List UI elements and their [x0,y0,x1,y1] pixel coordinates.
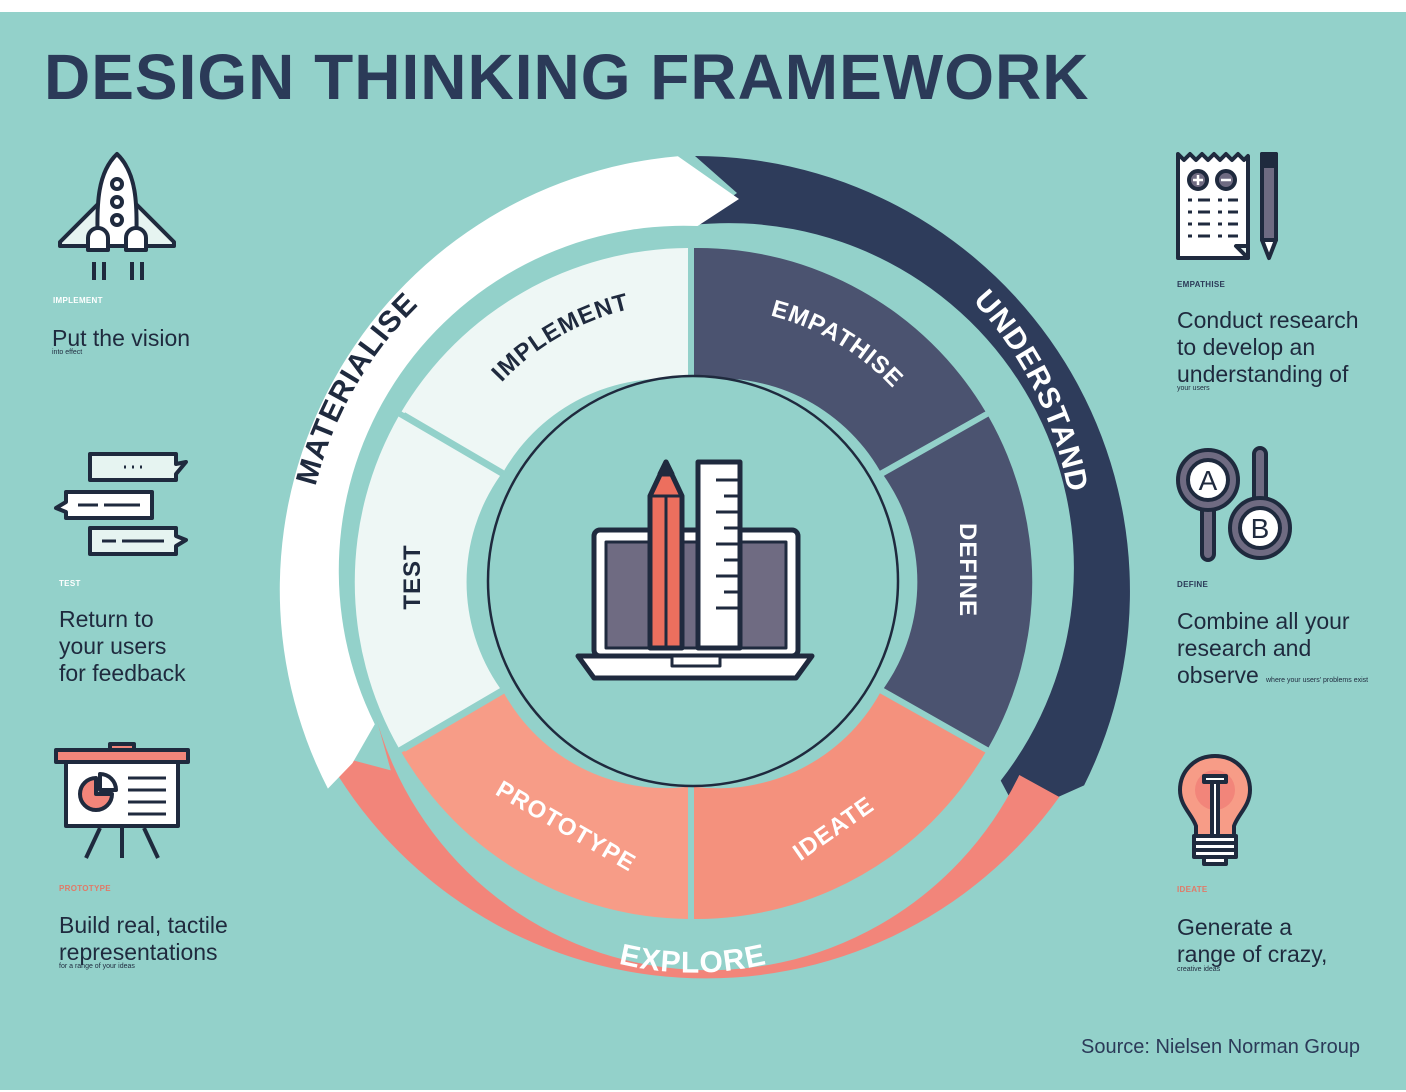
label-define: DEFINE [954,523,981,617]
panel-small-empathise: your users [1177,385,1210,392]
segment-implement[interactable] [401,248,688,471]
panel-label-test: TEST [59,579,81,588]
panel-label-define: DEFINE [1177,580,1209,589]
label-explore: EXPLORE [617,938,769,979]
segment-prototype[interactable] [401,693,688,919]
panel-small-ideate: creative ideas [1177,966,1221,973]
panel-label-prototype: PROTOTYPE [59,884,111,893]
panel-small-define: where your users' problems exist [1266,677,1369,684]
panel-text-implement: Put the vision [52,325,191,351]
panel-text-ideate: Generate a range of crazy, [1177,914,1328,967]
segment-dividers [402,246,986,922]
outer-arrow-understand [692,156,1130,813]
laptop-pencil-ruler-icon [575,459,815,681]
panel-label-empathise: EMPATHISE [1177,280,1226,289]
center-ring [486,374,900,788]
ab-testing-icon: A B [1176,446,1292,562]
presentation-board-icon [54,742,190,859]
ab-icon-letter-a: A [1199,465,1218,496]
lightbulb-icon [1178,754,1252,866]
panel-label-implement: IMPLEMENT [53,296,103,305]
segment-define[interactable] [883,416,1033,748]
ab-icon-letter-b: B [1251,513,1270,544]
label-test: TEST [399,544,426,609]
panel-text-empathise: Conduct research to develop an understan… [1177,307,1359,387]
page-title: DESIGN THINKING FRAMEWORK [44,41,1090,113]
panel-text-define: Combine all your research and observe [1177,608,1350,688]
outer-arrow-explore [324,715,1060,979]
panel-text-test: Return to your users for feedback [59,606,186,686]
segment-ideate[interactable] [694,693,986,920]
panel-small-prototype: for a range of your ideas [59,963,135,970]
panel-label-ideate: IDEATE [1177,885,1208,894]
rocket-icon [58,152,176,280]
segment-empathise[interactable] [694,247,986,471]
chat-bubbles-icon [54,452,188,556]
segment-test[interactable] [354,416,500,748]
panel-small-implement: into effect [52,349,83,356]
checklist-pencil-icon [1176,152,1278,260]
panel-text-prototype: Build real, tactile representations [59,912,228,965]
outer-arrow-materialise [279,156,739,789]
source-credit: Source: Nielsen Norman Group [1081,1036,1361,1058]
